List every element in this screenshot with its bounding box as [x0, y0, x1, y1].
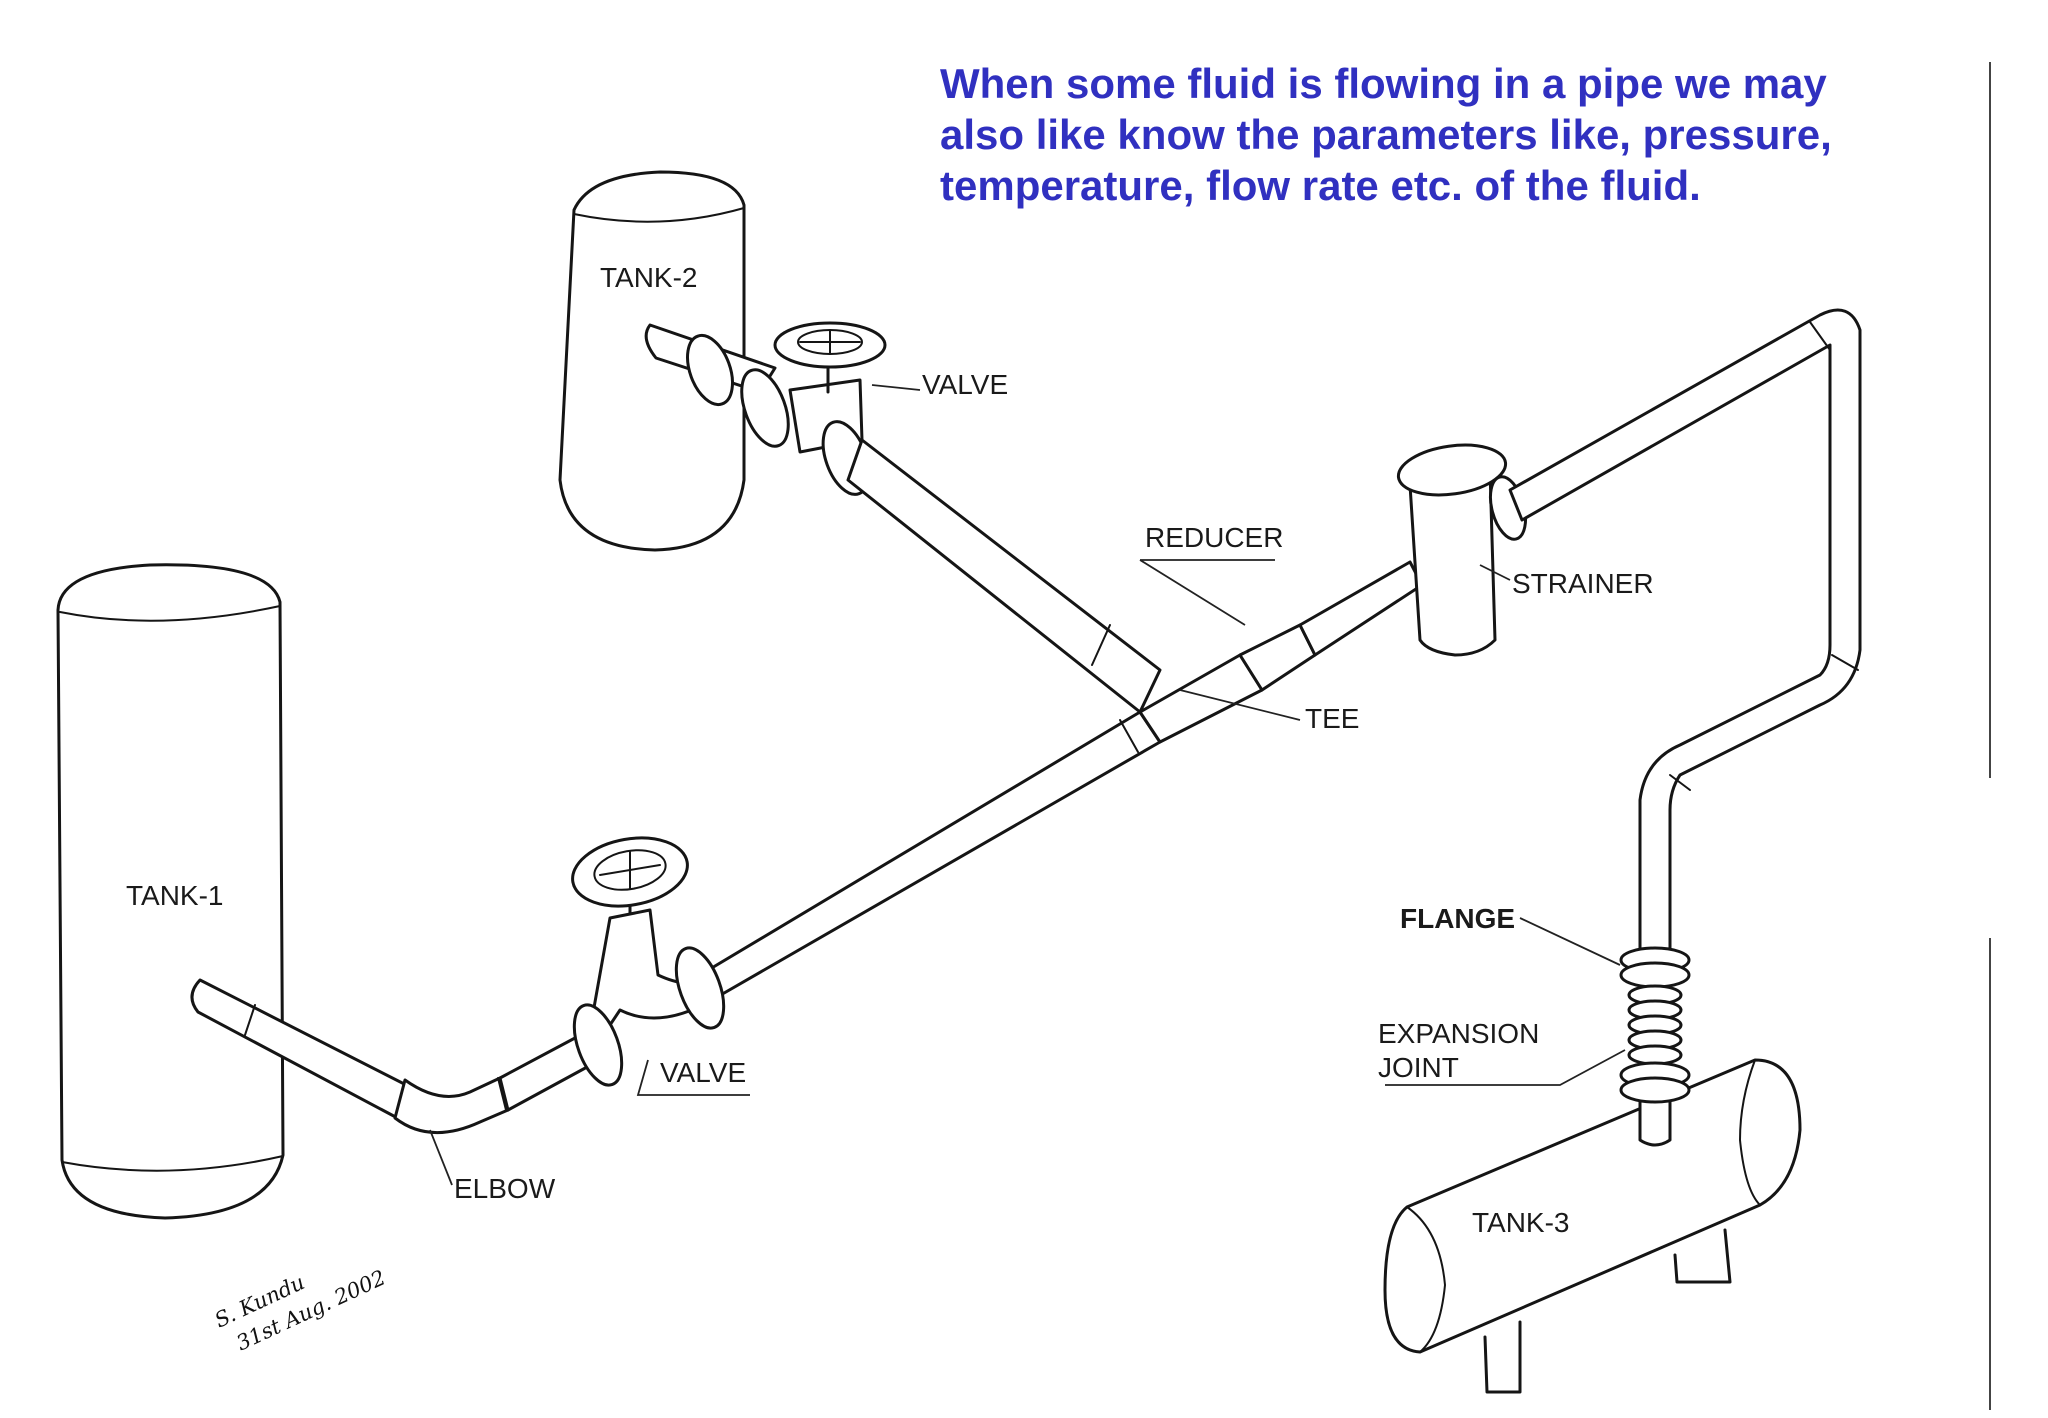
label-tank-3: TANK-3 — [1472, 1207, 1570, 1238]
tank-2 — [558, 170, 746, 552]
riser-pipe — [1508, 308, 1862, 962]
label-tee: TEE — [1305, 703, 1359, 734]
tank-3 — [1383, 1058, 1802, 1394]
branch-pipe — [644, 323, 1162, 714]
valve-top — [773, 321, 887, 394]
label-reducer: REDUCER — [1145, 522, 1283, 553]
label-expansion-joint-line-2: JOINT — [1378, 1052, 1459, 1083]
description-text: When some fluid is flowing in a pipe we … — [940, 58, 1940, 211]
leader-lines — [429, 384, 1626, 1186]
label-strainer: STRAINER — [1512, 568, 1654, 599]
label-elbow: ELBOW — [454, 1173, 556, 1204]
tank-1 — [56, 563, 285, 1220]
signature: S. Kundu 31st Aug. 2002 — [211, 1265, 389, 1355]
expansion-joint — [1619, 946, 1691, 1104]
description-line-3: temperature, flow rate etc. of the fluid… — [940, 162, 1701, 209]
valve-bottom — [571, 836, 726, 1087]
strainer — [1396, 443, 1528, 657]
label-valve-bottom: VALVE — [660, 1057, 746, 1088]
label-expansion-joint-line-1: EXPANSION — [1378, 1018, 1539, 1049]
main-pipe — [190, 560, 1424, 1134]
label-flange: FLANGE — [1400, 903, 1515, 934]
label-tank-2: TANK-2 — [600, 262, 698, 293]
label-valve-top: VALVE — [922, 369, 1008, 400]
description-line-1: When some fluid is flowing in a pipe we … — [940, 60, 1827, 107]
description-line-2: also like know the parameters like, pres… — [940, 111, 1832, 158]
label-tank-1: TANK-1 — [126, 880, 224, 911]
